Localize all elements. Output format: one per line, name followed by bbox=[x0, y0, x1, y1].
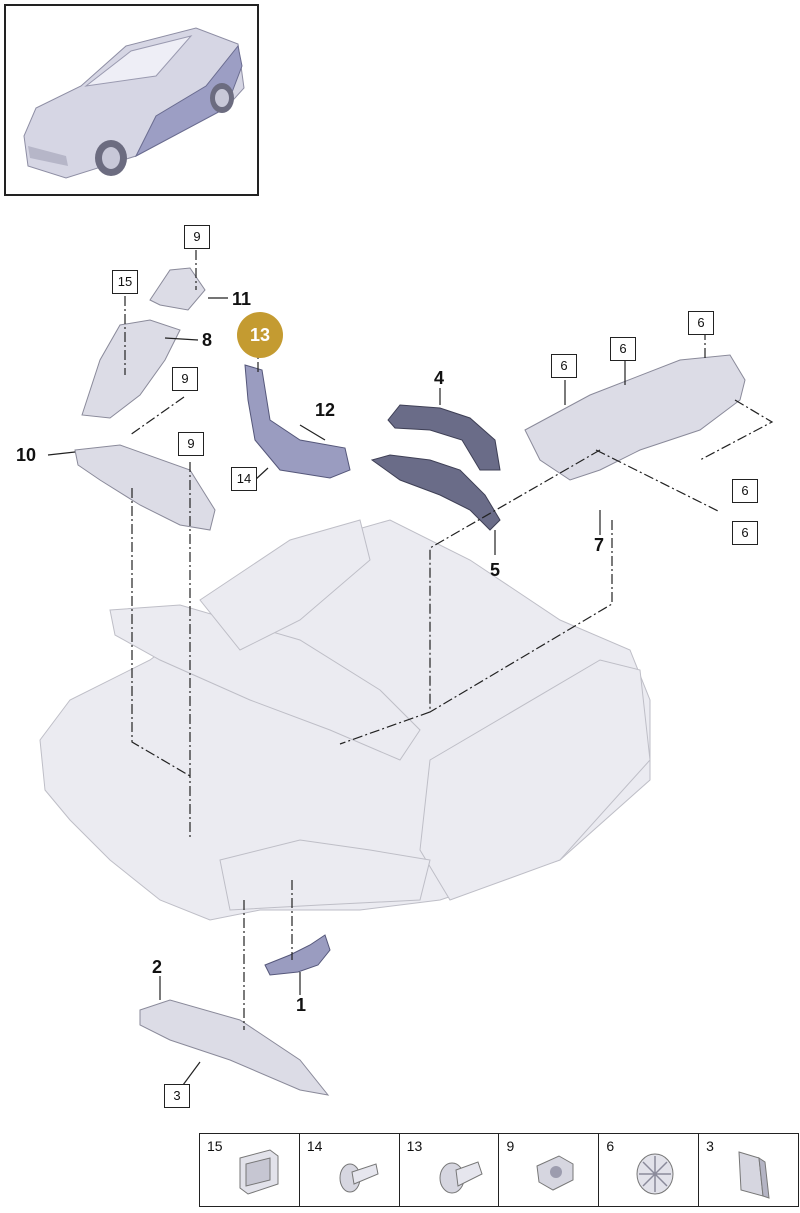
callout-6-e[interactable]: 6 bbox=[732, 521, 758, 545]
clip-nut-icon bbox=[536, 1155, 574, 1191]
part-6[interactable] bbox=[524, 354, 746, 481]
callout-6-a[interactable]: 6 bbox=[688, 311, 714, 335]
legend-cell-14[interactable]: 14 bbox=[300, 1134, 400, 1206]
rivet-icon bbox=[339, 1163, 379, 1193]
part-1[interactable] bbox=[264, 934, 331, 976]
legend-num: 15 bbox=[207, 1138, 223, 1154]
callout-9-b[interactable]: 9 bbox=[172, 367, 198, 391]
legend-num: 6 bbox=[606, 1138, 615, 1154]
legend-num: 14 bbox=[306, 1138, 323, 1154]
leader-lines bbox=[124, 250, 774, 1030]
callout-6-c[interactable]: 6 bbox=[551, 354, 577, 378]
clip-icon bbox=[239, 1149, 279, 1195]
callout-1[interactable]: 1 bbox=[296, 995, 307, 1015]
callout-4[interactable]: 4 bbox=[434, 368, 445, 388]
callout-12[interactable]: 12 bbox=[315, 400, 336, 420]
legend-cell-3[interactable]: 3 bbox=[699, 1134, 798, 1206]
callout-6-d[interactable]: 6 bbox=[732, 479, 758, 503]
callout-3[interactable]: 3 bbox=[164, 1084, 190, 1108]
legend-cell-15[interactable]: 15 bbox=[200, 1134, 300, 1206]
callout-10[interactable]: 10 bbox=[16, 445, 37, 465]
vehicle-thumbnail bbox=[4, 4, 259, 196]
legend-num: 9 bbox=[506, 1138, 515, 1154]
callout-6-b[interactable]: 6 bbox=[610, 337, 636, 361]
speed-nut-icon bbox=[636, 1153, 674, 1195]
bracket-clip-icon bbox=[738, 1151, 770, 1199]
part-9-top[interactable] bbox=[149, 267, 206, 311]
part-10[interactable] bbox=[74, 444, 216, 531]
callout-7[interactable]: 7 bbox=[594, 535, 605, 555]
callout-15[interactable]: 15 bbox=[112, 270, 138, 294]
legend-num: 3 bbox=[706, 1138, 714, 1154]
part-2[interactable] bbox=[139, 999, 330, 1096]
callout-11[interactable]: 11 bbox=[232, 289, 252, 309]
callout-5[interactable]: 5 bbox=[490, 560, 501, 580]
part-12[interactable] bbox=[244, 364, 351, 479]
part-4[interactable] bbox=[387, 404, 501, 471]
body-shell bbox=[39, 519, 651, 921]
part-5[interactable] bbox=[370, 454, 501, 531]
legend-cell-9[interactable]: 9 bbox=[499, 1134, 600, 1206]
callout-2[interactable]: 2 bbox=[152, 957, 163, 977]
expanding-rivet-icon bbox=[439, 1161, 483, 1194]
callout-9-c[interactable]: 9 bbox=[178, 432, 204, 456]
callout-14[interactable]: 14 bbox=[231, 467, 257, 491]
leader-ticks bbox=[47, 297, 626, 1086]
car-icon bbox=[23, 27, 245, 179]
part-8[interactable] bbox=[81, 319, 181, 419]
callout-8[interactable]: 8 bbox=[202, 330, 213, 350]
callout-9[interactable]: 9 bbox=[184, 225, 210, 249]
fastener-legend: 15 14 13 9 bbox=[199, 1133, 799, 1207]
callout-13-highlight[interactable]: 13 bbox=[237, 312, 283, 358]
legend-cell-6[interactable]: 6 bbox=[599, 1134, 700, 1206]
legend-num: 13 bbox=[406, 1138, 423, 1154]
legend-cell-13[interactable]: 13 bbox=[400, 1134, 500, 1206]
